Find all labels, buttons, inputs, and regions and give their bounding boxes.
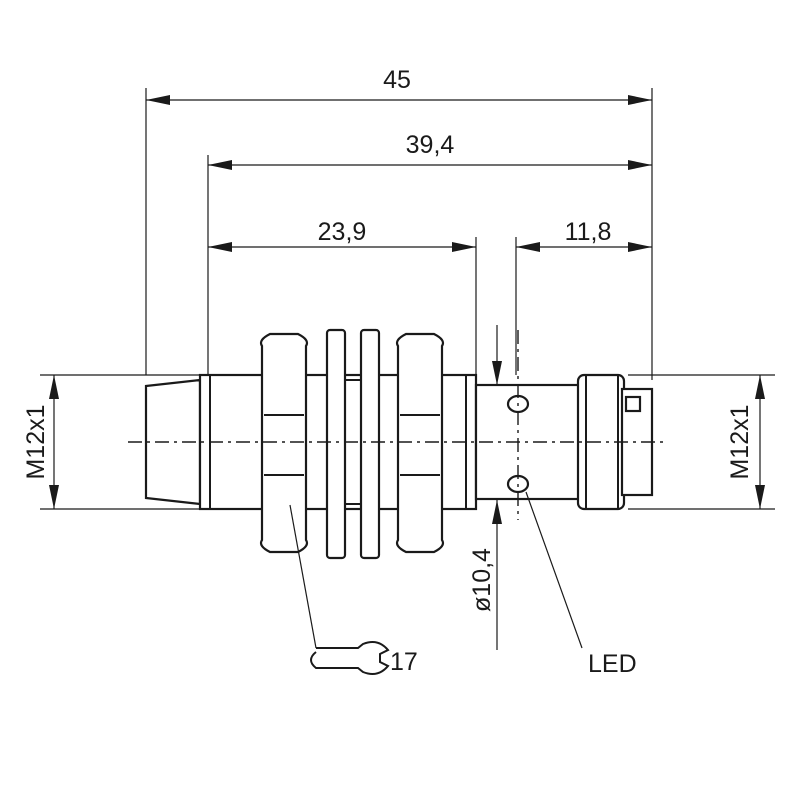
dimension-connector-label: 11,8	[565, 218, 612, 246]
thread-left-label: M12x1	[22, 404, 50, 479]
hex-nut-right	[395, 332, 445, 554]
extension-lines	[40, 88, 775, 510]
washer-right	[359, 328, 381, 560]
dimension-thread-diameter-left: M12x1	[22, 375, 59, 509]
diameter-label: ø10,4	[468, 548, 496, 612]
led-callout: LED	[525, 491, 637, 678]
wrench-size-label: 17	[390, 648, 418, 676]
dimension-overall-label: 45	[383, 66, 411, 94]
sensor-body	[144, 328, 654, 560]
dimension-connector: 11,8	[516, 218, 652, 252]
washer-left	[325, 328, 347, 560]
dimension-thread-label: 23,9	[318, 218, 367, 246]
dimension-overall: 45	[146, 66, 652, 105]
wrench-callout: 17	[289, 504, 418, 676]
thread-right-label: M12x1	[726, 404, 754, 479]
dimension-body-label: 39,4	[406, 131, 455, 159]
hex-nut-left	[259, 332, 309, 554]
dimension-body: 39,4	[208, 131, 652, 170]
connector-key	[624, 395, 642, 413]
led-label: LED	[588, 650, 637, 678]
dimension-thread: 23,9	[208, 218, 476, 252]
dimension-thread-diameter-right: M12x1	[726, 375, 765, 509]
dimension-diameter: ø10,4	[468, 325, 502, 650]
wrench-icon	[310, 641, 390, 675]
